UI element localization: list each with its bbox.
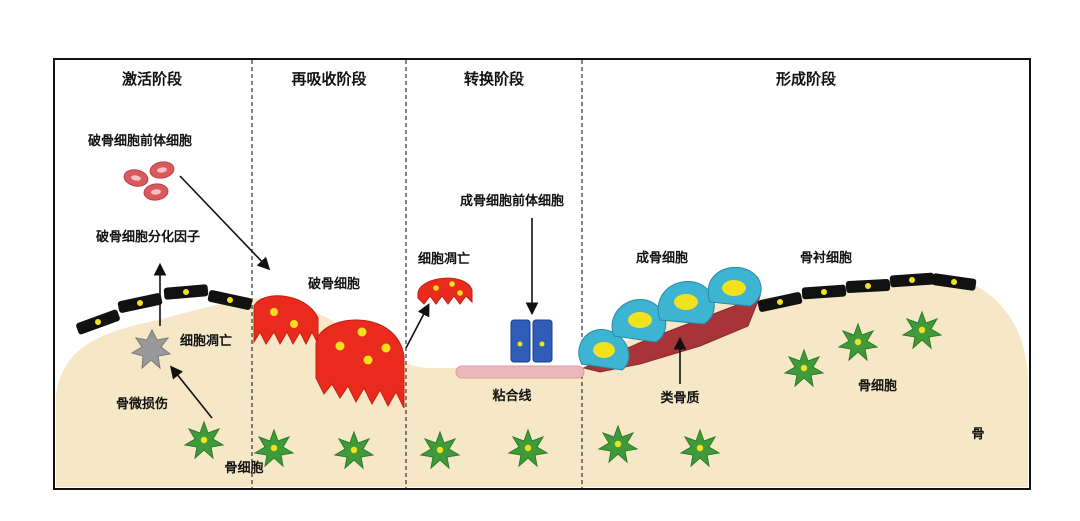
phase-resorption-heading: 再吸收阶段 [291,70,366,88]
phase-reversal-heading: 转换阶段 [464,70,524,88]
osteoblast-label: 成骨细胞 [636,250,688,266]
osteocyte-label-bottom: 骨细胞 [224,460,263,476]
osteoblast-precursor-cells [510,319,553,363]
osteoclast-small [253,295,319,346]
osteoclast-precursor-label: 破骨细胞前体细胞 [88,133,192,149]
osteocyte-label-right: 骨细胞 [858,378,897,394]
osteoclast-large [315,319,405,409]
osteoclast-differentiation-factor-label: 破骨细胞分化因子 [96,229,200,245]
apoptosis-label-left: 细胞凋亡 [180,333,232,349]
lining-cell-label: 骨衬细胞 [800,250,852,266]
lining-cell [845,278,891,294]
bone-microdamage-label: 骨微损伤 [116,396,168,412]
osteoblast-precursor-label: 成骨细胞前体细胞 [460,193,564,209]
osteoclast-label: 破骨细胞 [308,276,360,292]
osteoid-label: 类骨质 [660,390,699,406]
apoptotic-osteoclast [417,277,473,305]
phase-dividers [251,60,583,488]
osteoblast-cell [578,329,630,371]
osteoblast-cell [707,266,762,307]
osteoblasts [578,266,762,371]
osteoclast-apoptosis-arrow [405,303,430,349]
phase-activation-heading: 激活阶段 [122,70,182,88]
microdamage-arrow [170,365,213,419]
precursor-to-osteoclast-arrow [179,175,271,271]
osteoblast-cell [611,299,667,343]
osteoblast-cell [657,281,715,325]
bone-label: 骨 [971,427,984,442]
cement-line [455,365,585,379]
apoptotic-osteocyte [130,328,172,370]
cement-line-label: 粘合线 [491,388,531,404]
apoptosis-label-mid: 细胞凋亡 [418,251,470,267]
phase-formation-heading: 形成阶段 [776,70,836,88]
